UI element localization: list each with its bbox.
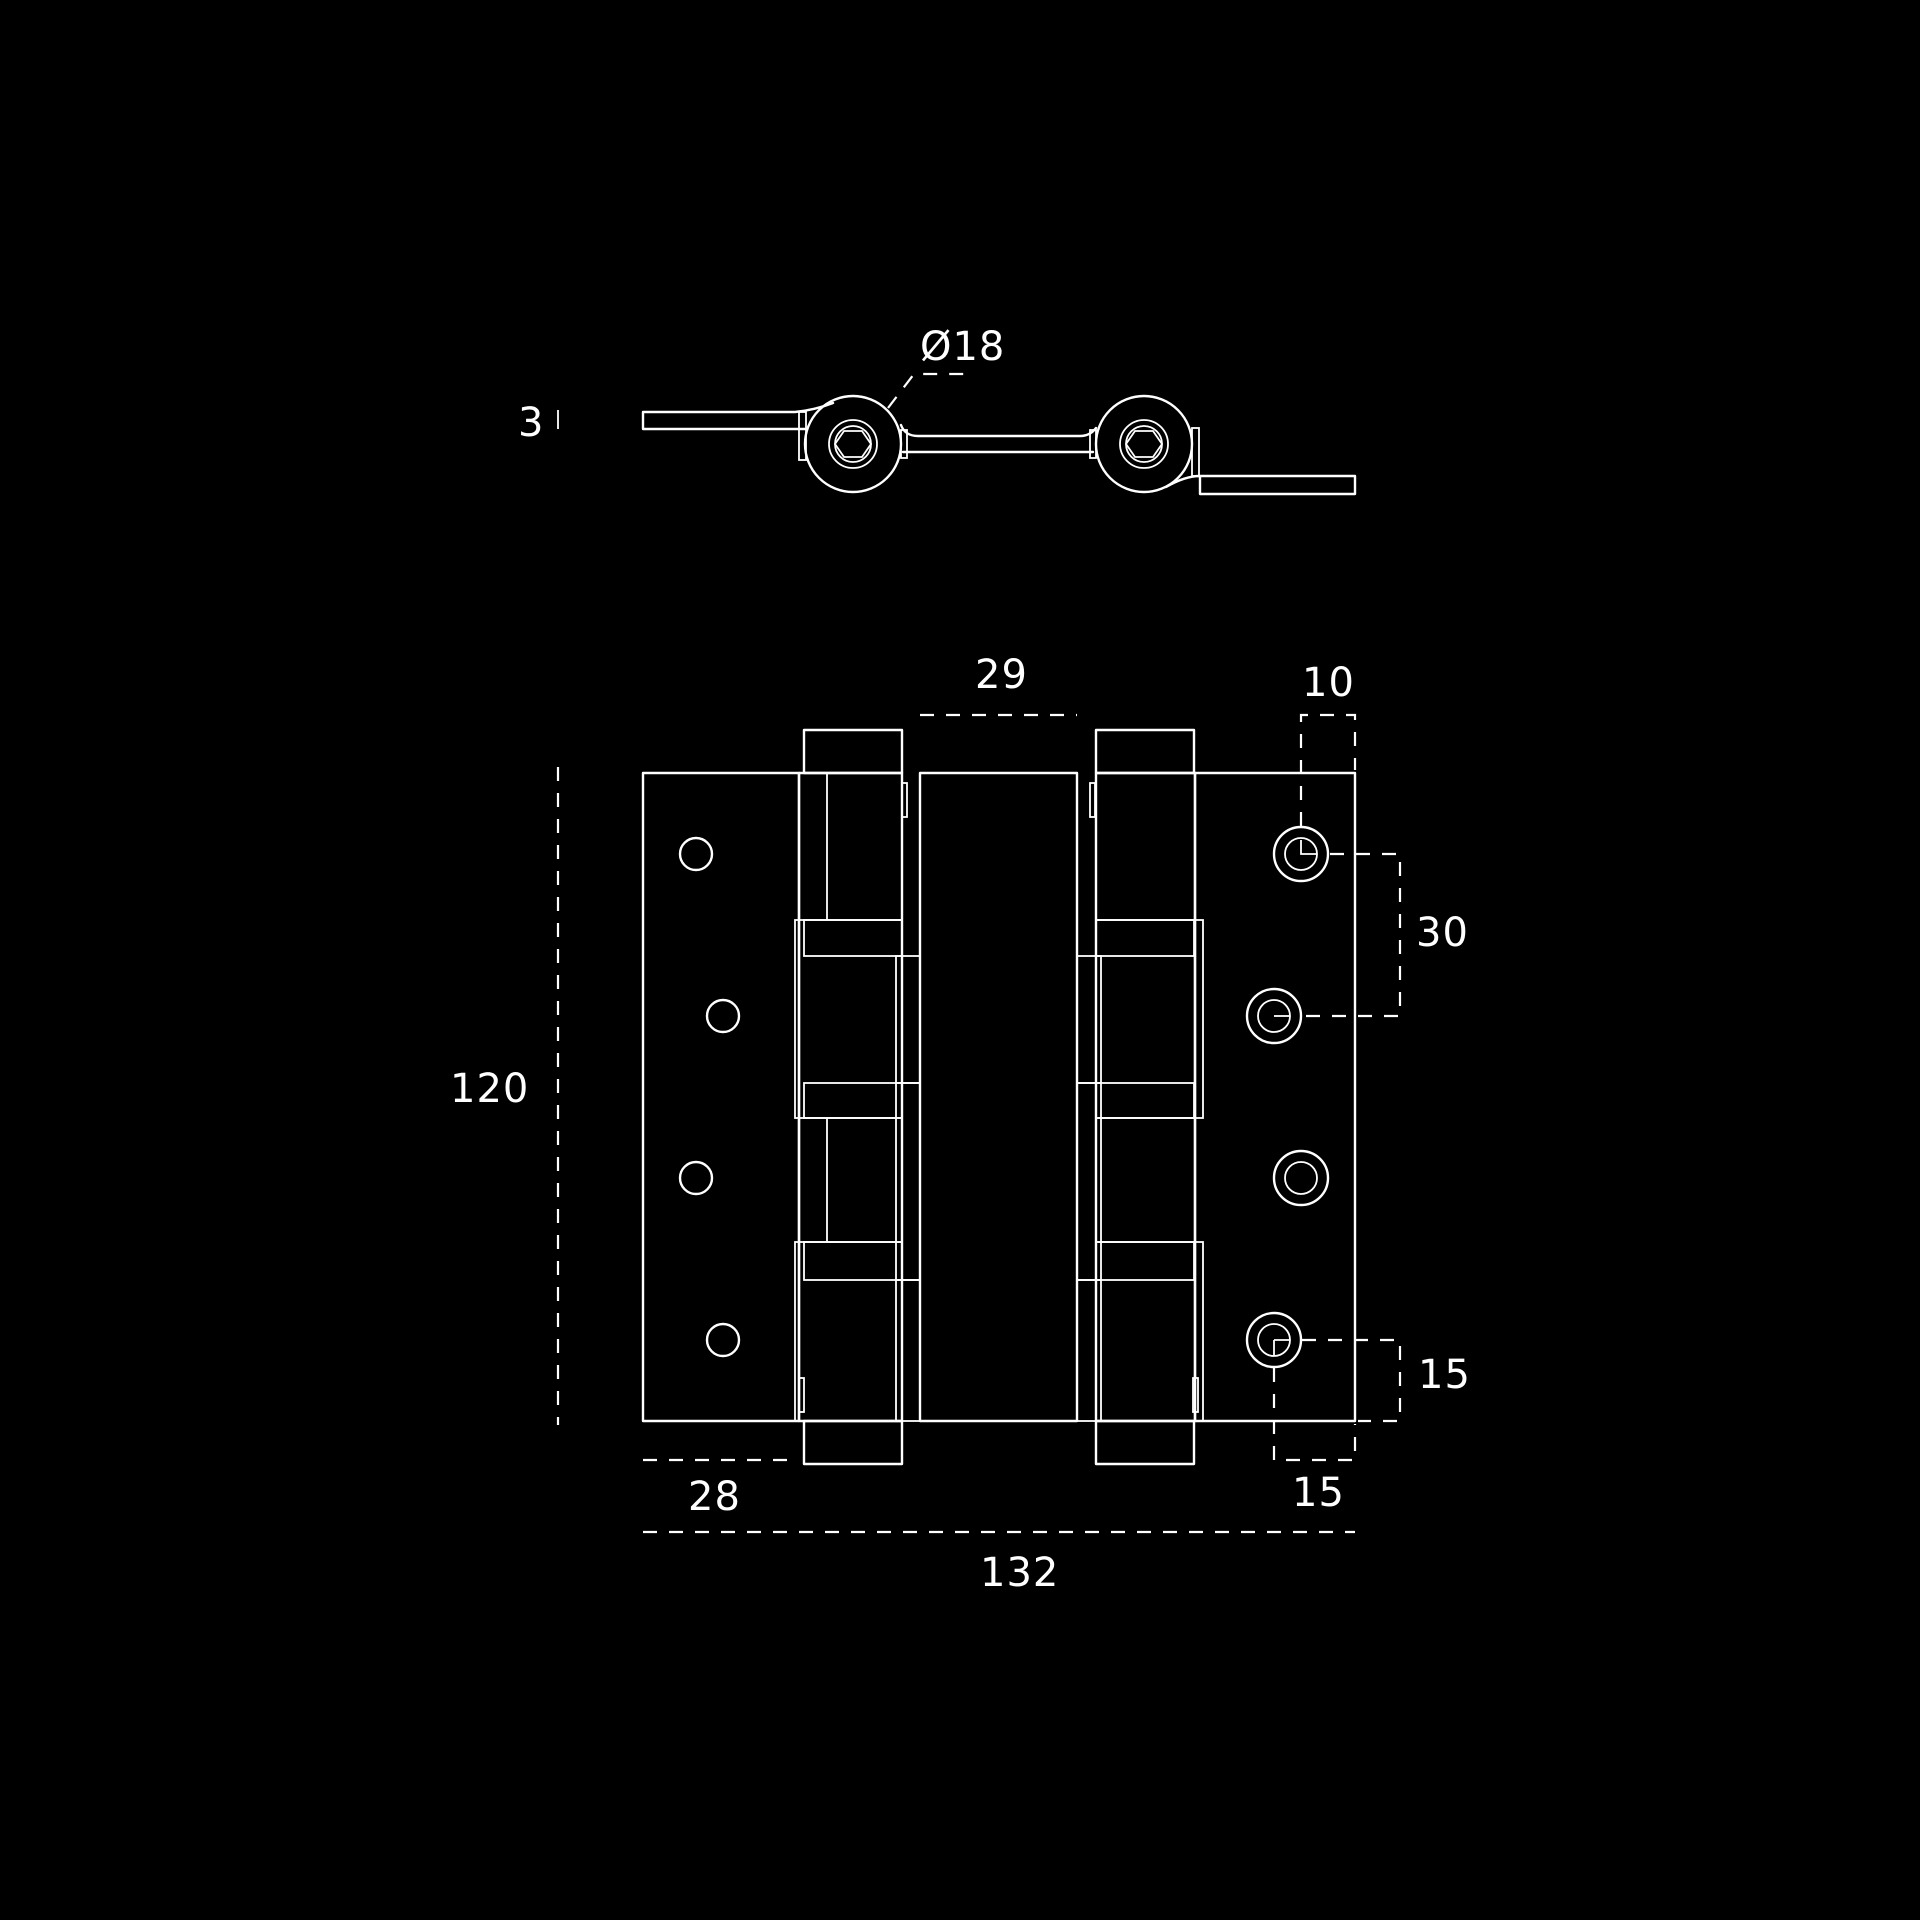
left-spring-1-collar — [895, 955, 921, 1084]
right-hex-socket-icon — [1124, 430, 1164, 458]
top-view-middle-plate — [899, 423, 1098, 454]
top-view-right-leaf — [1164, 474, 1357, 496]
left-barrel-body — [797, 771, 904, 1423]
dim-label-gap: 29 — [975, 652, 1028, 698]
right-spring-2 — [1095, 1241, 1204, 1422]
left-barrel-cap-bottom — [802, 1419, 904, 1466]
left-leaf-hole-2 — [705, 998, 741, 1034]
left-spring-2-band — [803, 1241, 903, 1281]
left-leaf-hole-3 — [678, 1160, 714, 1196]
right-pin-top — [1089, 782, 1096, 818]
dim-label-edge-offset: 10 — [1302, 660, 1355, 706]
dim-label-overall-width: 132 — [980, 1550, 1059, 1596]
left-pin-top — [901, 782, 908, 818]
left-spring-1-band-bottom — [803, 1082, 903, 1119]
right-leaf-hole-3 — [1272, 1149, 1330, 1207]
center-mark-3 — [1273, 1339, 1290, 1356]
right-spring-1-collar — [1076, 955, 1102, 1084]
dimension-lines: 29 10 30 120 15 15 28 132 — [450, 652, 1471, 1596]
dim-label-height: 120 — [450, 1066, 529, 1112]
right-spring-2-band — [1095, 1241, 1195, 1281]
left-pin-bottom — [798, 1377, 805, 1413]
right-spring-1 — [1095, 919, 1204, 1119]
right-barrel-cap-top — [1094, 728, 1196, 775]
dim-label-thickness: 3 — [518, 400, 544, 446]
top-view-left-leaf — [641, 401, 835, 431]
top-view: Ø18 3 — [518, 324, 1357, 496]
dim-label-leaf-width: 28 — [688, 1474, 741, 1520]
left-spring-1-band-top — [803, 919, 903, 957]
right-barrel-inner — [1119, 419, 1169, 469]
diameter-leader — [887, 372, 970, 409]
right-pin-bottom — [1192, 1377, 1199, 1413]
dim-line-bottom-offset — [1302, 1338, 1402, 1423]
left-barrel-inner — [828, 419, 878, 469]
dim-label-bottom-offset: 15 — [1418, 1352, 1471, 1398]
dim-line-edge-offset — [1299, 713, 1357, 826]
right-spring-1-band-bottom — [1095, 1082, 1195, 1119]
right-barrel-body — [1094, 771, 1197, 1423]
top-view-middle-tab-left — [900, 429, 908, 459]
left-barrel-assembly — [794, 728, 921, 1466]
right-spring-1-band-top — [1095, 919, 1195, 957]
dim-label-diameter: Ø18 — [920, 324, 1005, 370]
left-hex-socket-icon — [833, 430, 873, 458]
top-view-right-tab — [1191, 427, 1200, 477]
dim-label-hole-spacing: 30 — [1416, 910, 1469, 956]
left-spring-2 — [794, 1241, 903, 1422]
left-leaf-hole-4 — [705, 1322, 741, 1358]
center-mark-1 — [1300, 840, 1317, 855]
left-upper-collar — [895, 1082, 921, 1281]
right-barrel-cap-bottom — [1094, 1419, 1196, 1466]
right-barrel — [1094, 394, 1194, 494]
right-barrel-assembly — [1076, 728, 1204, 1466]
left-spring-2-collar — [895, 1279, 921, 1422]
middle-leaf — [918, 771, 1079, 1423]
dim-label-side-offset: 15 — [1292, 1470, 1345, 1516]
right-lower-collar — [1076, 1082, 1102, 1281]
left-barrel — [803, 394, 903, 494]
left-leaf-hole-1 — [678, 836, 714, 872]
right-spring-2-collar — [1076, 1279, 1102, 1422]
left-spring-1 — [794, 919, 903, 1119]
dim-line-side-offset — [1272, 1368, 1357, 1462]
left-barrel-cap-top — [802, 728, 904, 775]
front-view — [641, 728, 1357, 1466]
dim-line-hole-spacing — [1302, 852, 1402, 1018]
